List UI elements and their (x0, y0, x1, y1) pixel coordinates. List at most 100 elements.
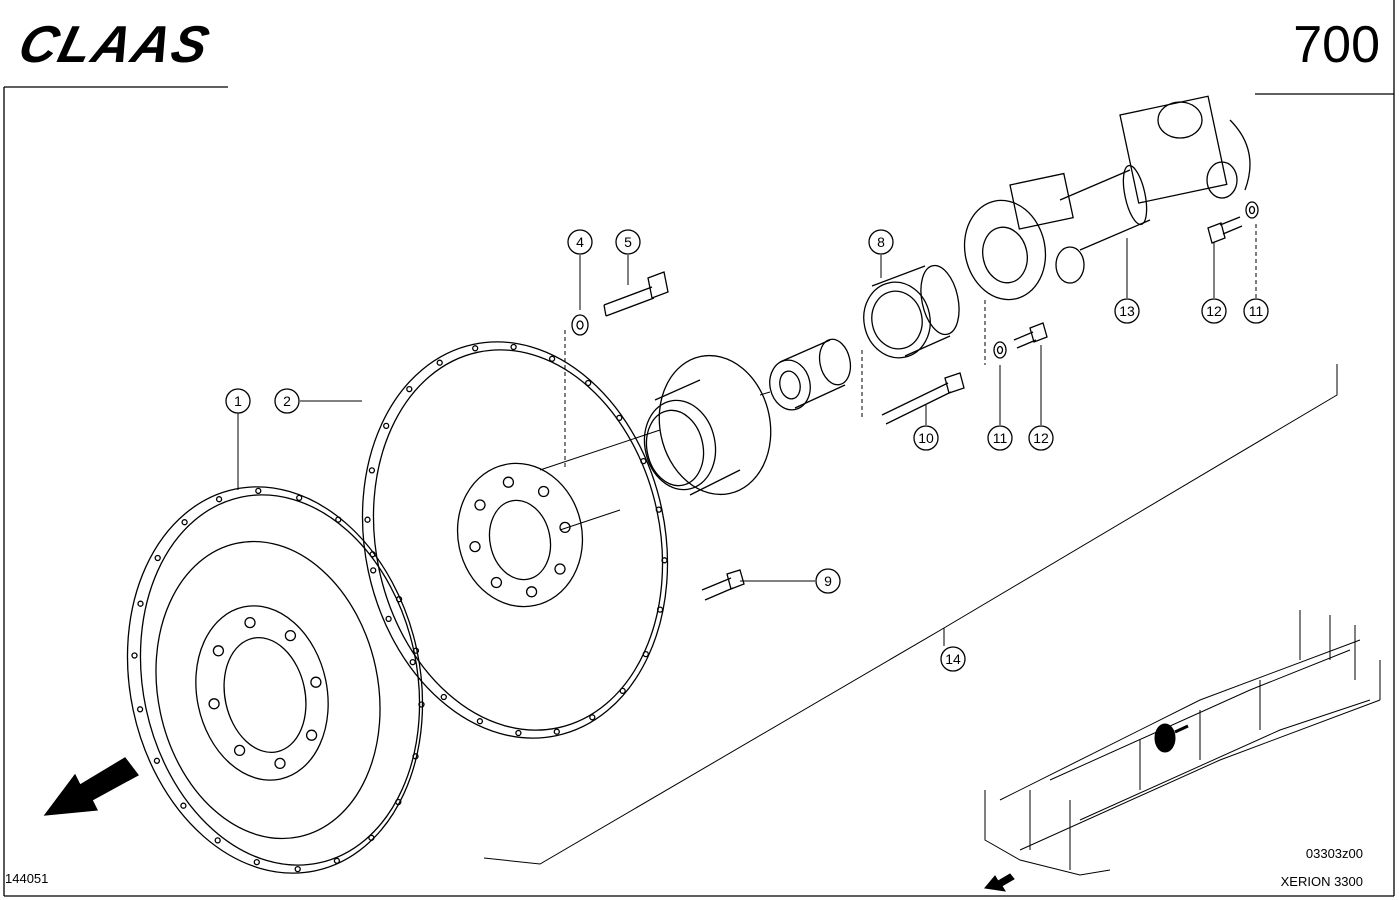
flywheel-inner-hole (233, 744, 246, 757)
callout-label: 12 (1033, 430, 1049, 446)
callout-c11a: 11 (987, 425, 1013, 451)
part-13-cardan-shaft (963, 95, 1251, 301)
flex-plate-hole (619, 687, 626, 695)
flywheel-hole (214, 837, 221, 844)
flywheel-hole (369, 551, 376, 558)
flywheel-hole (412, 647, 420, 654)
callout-circle (1114, 298, 1140, 324)
drive-adapter-flange (643, 354, 772, 496)
flywheel-hole (136, 706, 144, 713)
callout-c5: 5 (615, 229, 641, 255)
flywheel-inner-hole (208, 698, 220, 710)
flex-plate-inner-hole (525, 586, 538, 598)
spacer-sleeve (769, 338, 852, 411)
flywheel-hole (181, 519, 188, 526)
flywheel-inner-hole (310, 676, 322, 688)
callout-label: 5 (624, 234, 632, 250)
flywheel-hole (255, 487, 262, 495)
callout-label: 11 (993, 430, 1008, 446)
part-12-bolt-upper (1207, 216, 1243, 244)
callout-circle (815, 568, 841, 594)
callout-circle (868, 229, 894, 255)
callout-label: 14 (945, 651, 961, 667)
callout-label: 8 (877, 234, 885, 250)
part-11-washer (993, 341, 1007, 359)
flex-plate-hole (436, 359, 443, 366)
callout-c13: 13 (1114, 298, 1140, 324)
callout-c4: 4 (567, 229, 593, 255)
flywheel-hole (137, 600, 144, 607)
flex-plate-hole (406, 385, 413, 393)
flywheel-hole (180, 802, 187, 809)
part-10-long-bolt (881, 372, 965, 425)
callout-c9: 9 (815, 568, 841, 594)
flex-plate-hole (553, 728, 560, 735)
callout-circle (1028, 425, 1054, 451)
part-4-washer (571, 314, 589, 336)
flex-plate-hole (548, 355, 556, 362)
callout-circle (567, 229, 593, 255)
callout-c12a: 12 (1028, 425, 1054, 451)
flex-plate-hole (642, 650, 649, 658)
flywheel-hole (368, 834, 375, 841)
flywheel-hole (395, 798, 402, 806)
callout-circle (940, 646, 966, 672)
callout-label: 10 (918, 430, 934, 446)
sheet-id: 144051 (5, 871, 49, 886)
flywheel-hole (153, 757, 161, 764)
drawing-code: 03303z00 (1305, 846, 1363, 861)
flex-plate-hole (585, 379, 592, 387)
callout-circle (1243, 298, 1269, 324)
flex-plate-hole (383, 422, 390, 430)
flex-plate-bolt-holes (364, 343, 668, 737)
flex-plate-hole (364, 516, 371, 523)
callout-label: 1 (234, 393, 242, 409)
part-9-bolt (701, 569, 745, 601)
flywheel-inner-hole (274, 757, 286, 770)
flex-plate-hole (616, 414, 623, 422)
flex-plate-hole (510, 343, 517, 351)
flex-plate-inner-hole (490, 576, 503, 589)
flex-plate-hole (640, 457, 647, 465)
flex-plate-hole (661, 557, 668, 564)
callout-label: 11 (1249, 303, 1264, 319)
flex-plate-inner-hole (559, 521, 571, 534)
callout-c8: 8 (868, 229, 894, 255)
part-1-flywheel (126, 486, 425, 874)
model-name: XERION 3300 (1280, 874, 1363, 889)
flywheel-hole (395, 596, 403, 603)
callout-c1: 1 (225, 388, 251, 414)
flex-plate-inner-hole (469, 540, 481, 553)
flex-plate-inner-hole (537, 485, 550, 498)
flex-plate-inner-hole (502, 476, 515, 488)
flywheel-hole (154, 554, 161, 562)
flywheel-inner-hole (244, 616, 256, 629)
page-number: 700 (1293, 16, 1380, 74)
flywheel-hole (215, 496, 223, 503)
flex-plate-hole (472, 345, 479, 352)
part-8-bearing (863, 264, 960, 359)
callout-label: 13 (1119, 303, 1135, 319)
callout-circle (987, 425, 1013, 451)
callout-c2: 2 (274, 388, 300, 414)
callout-circle (615, 229, 641, 255)
leader-lines (237, 222, 1338, 865)
flex-plate-hole (370, 567, 377, 574)
part-11-washer-upper (1245, 201, 1259, 219)
locator-thumbnail (984, 610, 1381, 892)
flywheel-inner-hole (305, 729, 318, 741)
flex-plate-hole (385, 615, 392, 623)
callout-c14: 14 (940, 646, 966, 672)
frame-lines (3, 0, 1395, 897)
callout-c12b: 12 (1201, 298, 1227, 324)
callout-circle (1201, 298, 1227, 324)
callout-circle (913, 425, 939, 451)
callout-label: 2 (283, 393, 291, 409)
flex-plate-inner-hole (554, 563, 566, 575)
flex-plate-hole (368, 467, 376, 474)
flex-plate-hole (409, 658, 416, 666)
flywheel-hole (412, 753, 419, 760)
callout-label: 9 (824, 573, 832, 589)
part-12-bolt (1013, 322, 1048, 349)
